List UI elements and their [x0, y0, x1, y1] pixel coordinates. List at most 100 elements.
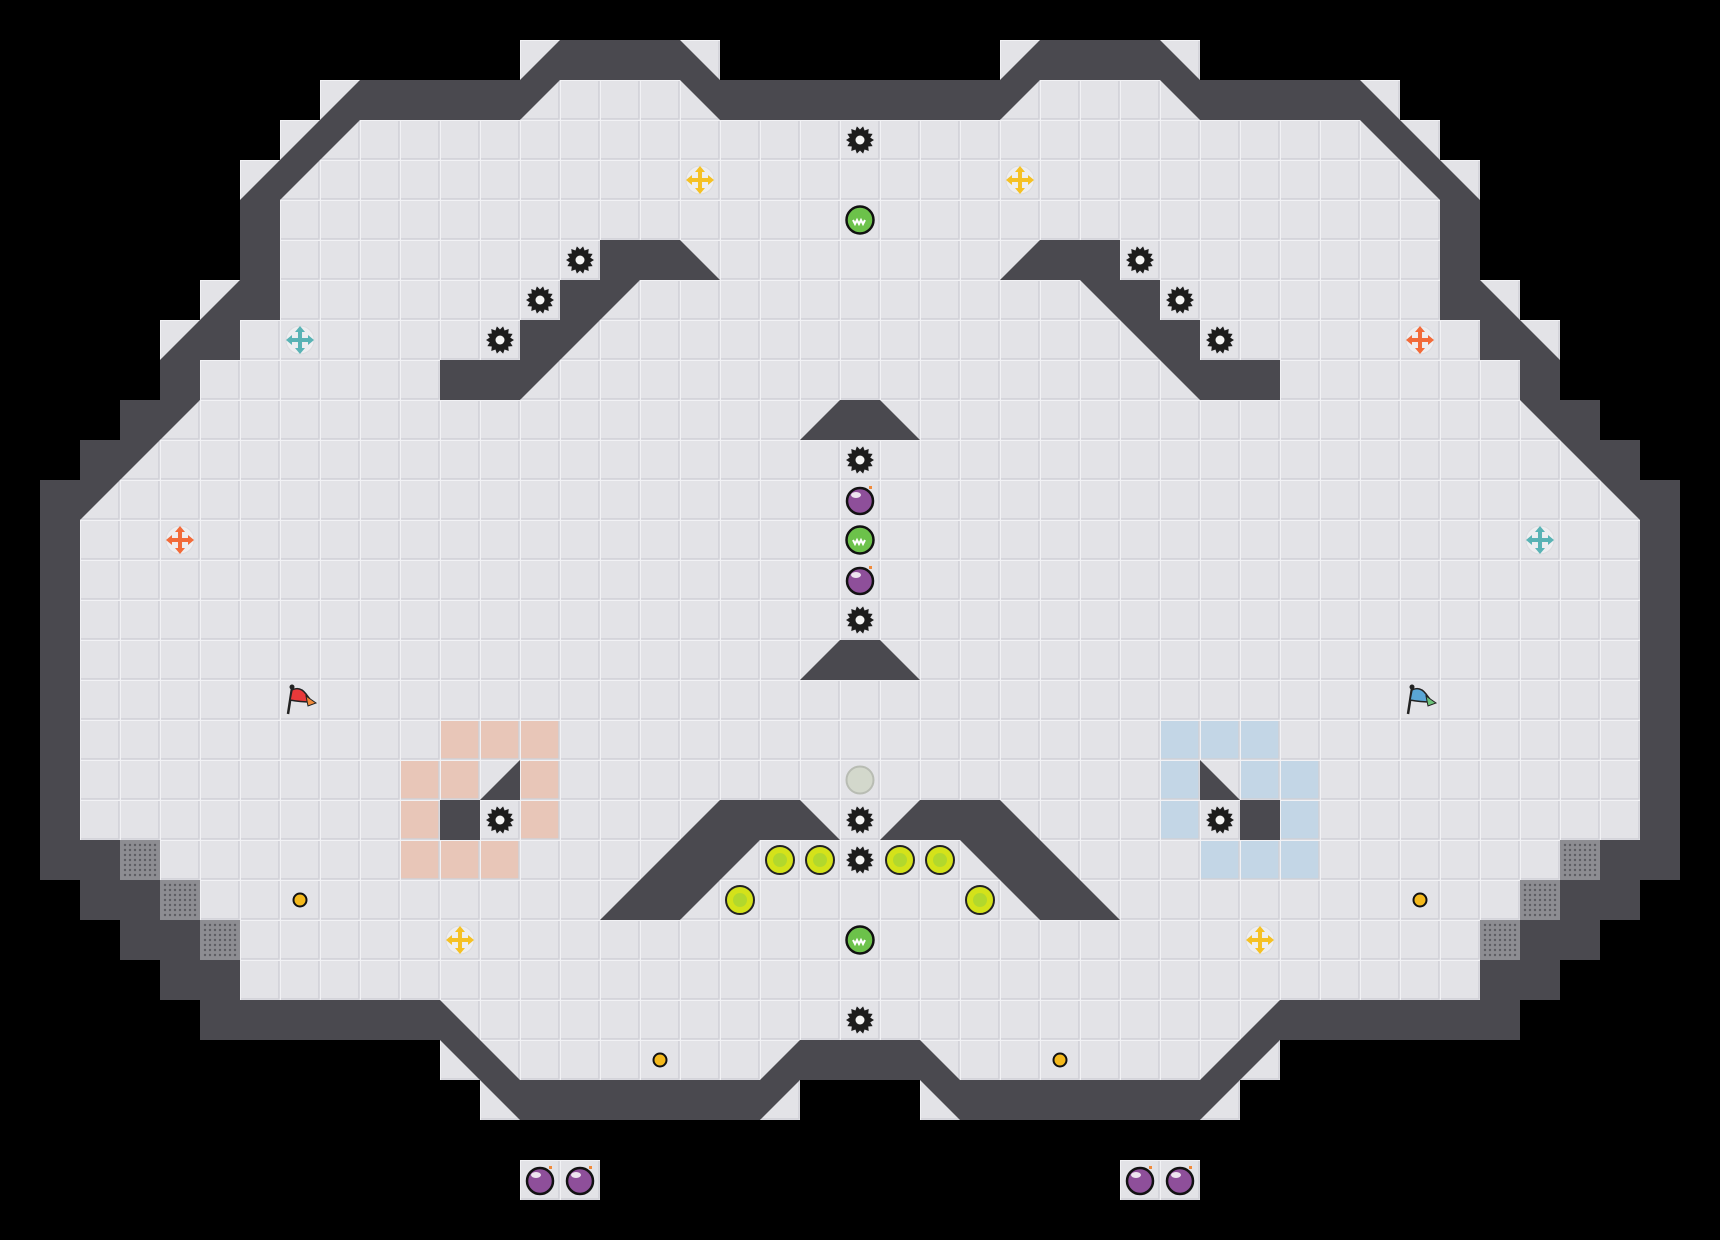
wall-tile [40, 800, 80, 840]
floor-tile [920, 880, 960, 920]
floor-tile [1520, 760, 1560, 800]
floor-tile [360, 360, 400, 400]
powerup-icon [845, 525, 875, 555]
floor-tile [360, 840, 400, 880]
floor-tile [1520, 440, 1560, 480]
floor-tile [720, 320, 760, 360]
floor-tile [1480, 680, 1520, 720]
floor-tile [400, 160, 440, 200]
floor-tile [1320, 640, 1360, 680]
floor-tile [520, 520, 560, 560]
floor-tile [1000, 680, 1040, 720]
floor-tile [1080, 720, 1120, 760]
floor-tile [1160, 440, 1200, 480]
floor-tile [1080, 320, 1120, 360]
floor-tile [120, 720, 160, 760]
floor-tile [600, 400, 640, 440]
floor-tile [1000, 600, 1040, 640]
floor-tile [360, 200, 400, 240]
floor-tile [200, 480, 240, 520]
floor-tile [640, 440, 680, 480]
boost-yellow-icon [685, 165, 715, 195]
floor-tile [560, 400, 600, 440]
floor-tile [1400, 840, 1440, 880]
powerup-icon [845, 925, 875, 955]
floor-tile [1480, 600, 1520, 640]
floor-tile [1080, 400, 1120, 440]
wall-tile [1520, 360, 1560, 400]
diagonal-wall-tile [680, 880, 720, 920]
floor-tile [640, 480, 680, 520]
floor-tile [1280, 960, 1320, 1000]
red-endzone-tile [520, 800, 560, 840]
red-endzone-tile [400, 760, 440, 800]
floor-tile [840, 880, 880, 920]
floor-tile [1320, 880, 1360, 920]
floor-tile [240, 800, 280, 840]
floor-tile [400, 600, 440, 640]
wall-tile [1160, 1080, 1200, 1120]
floor-tile [120, 800, 160, 840]
floor-tile [680, 440, 720, 480]
floor-tile [1560, 520, 1600, 560]
floor-tile [200, 560, 240, 600]
floor-tile [1160, 1000, 1200, 1040]
floor-tile [560, 680, 600, 720]
floor-tile [560, 960, 600, 1000]
red-endzone-tile [440, 720, 480, 760]
floor-tile [1160, 200, 1200, 240]
floor-tile [760, 200, 800, 240]
floor-tile [240, 320, 280, 360]
floor-tile [560, 840, 600, 880]
floor-tile [80, 600, 120, 640]
floor-tile [560, 160, 600, 200]
floor-tile [280, 520, 320, 560]
wall-tile [40, 840, 80, 880]
floor-tile [200, 600, 240, 640]
floor-tile [920, 200, 960, 240]
floor-tile [1400, 360, 1440, 400]
floor-tile [1200, 960, 1240, 1000]
floor-tile [760, 920, 800, 960]
floor-tile [240, 640, 280, 680]
floor-tile [160, 760, 200, 800]
floor-tile [920, 1000, 960, 1040]
floor-tile [640, 160, 680, 200]
floor-tile [520, 480, 560, 520]
wall-tile [1320, 1000, 1360, 1040]
floor-tile [800, 440, 840, 480]
floor-tile [640, 800, 680, 840]
floor-tile [560, 920, 600, 960]
floor-tile [1440, 560, 1480, 600]
button-icon [652, 1052, 668, 1068]
wall-tile [1440, 1000, 1480, 1040]
floor-tile [880, 200, 920, 240]
floor-tile [400, 440, 440, 480]
floor-tile [1240, 400, 1280, 440]
wall-tile [400, 1000, 440, 1040]
floor-tile [960, 120, 1000, 160]
floor-tile [360, 160, 400, 200]
wall-tile [1560, 880, 1600, 920]
floor-tile [680, 480, 720, 520]
floor-tile [880, 160, 920, 200]
floor-tile [1240, 120, 1280, 160]
floor-tile [440, 200, 480, 240]
wall-tile [240, 280, 280, 320]
floor-tile [1200, 160, 1240, 200]
floor-tile [960, 560, 1000, 600]
floor-tile [1520, 800, 1560, 840]
floor-tile [160, 440, 200, 480]
floor-tile [120, 680, 160, 720]
floor-tile [1120, 160, 1160, 200]
floor-tile [680, 1040, 720, 1080]
floor-tile [1560, 640, 1600, 680]
floor-tile [800, 560, 840, 600]
floor-tile [1440, 920, 1480, 960]
floor-tile [1000, 1040, 1040, 1080]
floor-tile [1320, 440, 1360, 480]
diagonal-wall-tile [680, 800, 720, 840]
wall-tile [40, 600, 80, 640]
floor-tile [960, 1000, 1000, 1040]
floor-tile [1080, 360, 1120, 400]
